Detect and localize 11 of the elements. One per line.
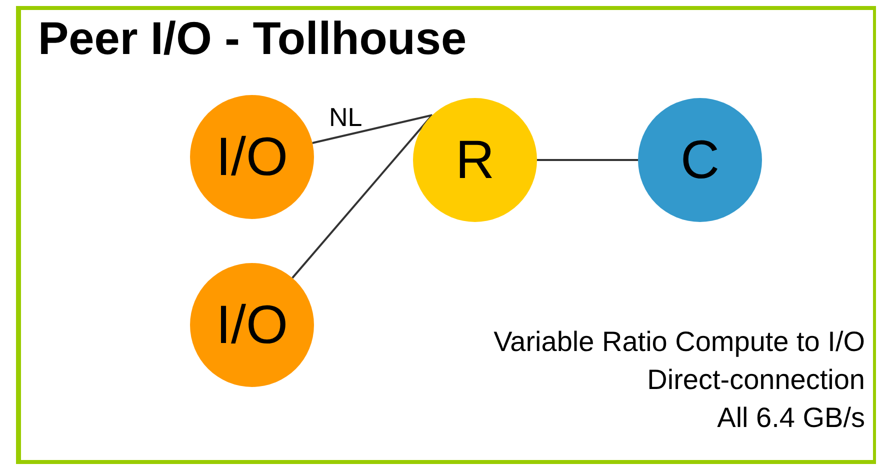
node-label: C — [680, 133, 720, 187]
slide-title: Peer I/O - Tollhouse — [38, 12, 467, 65]
node-label: I/O — [216, 130, 288, 184]
note-text: Variable Ratio Compute to I/O — [494, 325, 865, 359]
note-text: Direct-connection — [647, 363, 865, 397]
connector-line — [292, 114, 433, 279]
node-label: I/O — [216, 298, 288, 352]
note-text: All 6.4 GB/s — [717, 401, 865, 435]
node-label: R — [456, 133, 494, 187]
connector-line — [537, 159, 638, 161]
connector-line — [312, 114, 432, 144]
